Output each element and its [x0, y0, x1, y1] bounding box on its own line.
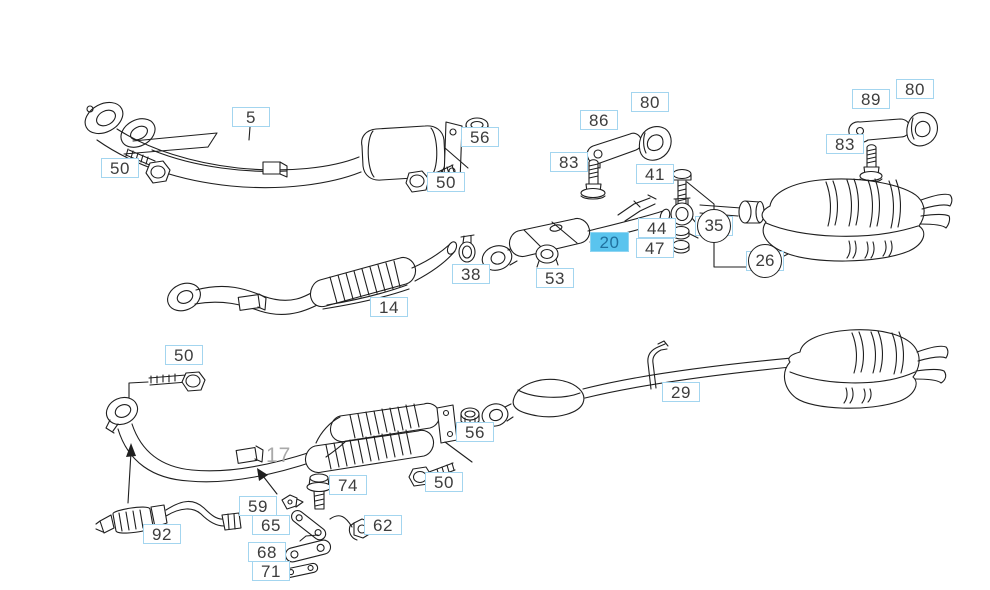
- part-label-5[interactable]: 5: [232, 107, 270, 127]
- bracket-89-drawing: [848, 118, 911, 143]
- part-label-17: 17: [266, 444, 292, 467]
- rubber-mount-80-right-drawing: [906, 112, 938, 147]
- catalytic-converter-20-drawing: [481, 194, 671, 271]
- clip-59-drawing: [281, 494, 304, 510]
- label-circle-glyph: 26: [748, 244, 782, 278]
- part-label-80-center[interactable]: 80: [631, 92, 669, 112]
- clamp-38-drawing: [458, 234, 476, 263]
- part-label-83-right[interactable]: 83: [826, 134, 864, 154]
- part-label-26[interactable]: 26: [746, 244, 784, 278]
- part-label-29[interactable]: 29: [662, 382, 700, 402]
- clamp-ring-35-drawing: [670, 197, 694, 226]
- arrow-to-sensor-pipe: [126, 443, 136, 504]
- rear-muffler-top-drawing: [699, 178, 953, 262]
- part-label-38[interactable]: 38: [452, 264, 490, 284]
- front-pipe-17-drawing: [105, 396, 344, 483]
- hanger-rod-29-drawing: [647, 340, 669, 390]
- catalytic-converter-17-drawing: [304, 402, 473, 474]
- part-label-47[interactable]: 47: [636, 238, 674, 258]
- rear-muffler-bottom-drawing: [783, 329, 949, 409]
- catalytic-converter-14-drawing: [167, 241, 458, 315]
- part-label-44[interactable]: 44: [638, 218, 676, 238]
- part-label-53[interactable]: 53: [536, 268, 574, 288]
- part-label-56-front[interactable]: 56: [461, 127, 499, 147]
- part-label-50-front-bolt[interactable]: 50: [101, 158, 139, 178]
- resonator-drawing: [481, 349, 896, 427]
- bolt-50-topleft-drawing: [125, 148, 171, 184]
- bolt-50-bottomleft-drawing: [128, 371, 206, 399]
- part-label-35[interactable]: 35: [695, 209, 733, 243]
- part-label-86[interactable]: 86: [580, 110, 618, 130]
- part-label-20[interactable]: 20: [590, 232, 629, 252]
- part-label-83-center[interactable]: 83: [550, 152, 588, 172]
- arrow-to-pipe-59: [257, 468, 278, 495]
- part-label-50-front-right[interactable]: 50: [427, 172, 465, 192]
- o2-sensor-92-drawing: [95, 500, 242, 534]
- part-label-92[interactable]: 92: [143, 524, 181, 544]
- bolt-83-mid-drawing: [580, 159, 606, 200]
- part-label-80-right[interactable]: 80: [896, 79, 934, 99]
- part-label-14[interactable]: 14: [370, 297, 408, 317]
- part-label-89[interactable]: 89: [852, 89, 890, 109]
- part-label-62[interactable]: 62: [364, 515, 402, 535]
- part-label-65[interactable]: 65: [252, 515, 290, 535]
- part-label-68[interactable]: 68: [248, 542, 286, 562]
- part-label-56-lower[interactable]: 56: [456, 422, 494, 442]
- part-label-59[interactable]: 59: [239, 496, 277, 516]
- part-label-50-lower-mid[interactable]: 50: [425, 472, 463, 492]
- label-circle-glyph: 35: [697, 209, 731, 243]
- rubber-mount-80-mid-drawing: [638, 126, 672, 161]
- part-label-71[interactable]: 71: [252, 561, 290, 581]
- part-label-50-lower-left[interactable]: 50: [165, 345, 203, 365]
- part-label-41[interactable]: 41: [636, 164, 674, 184]
- grommet-53-drawing: [535, 244, 559, 268]
- part-label-74[interactable]: 74: [329, 475, 367, 495]
